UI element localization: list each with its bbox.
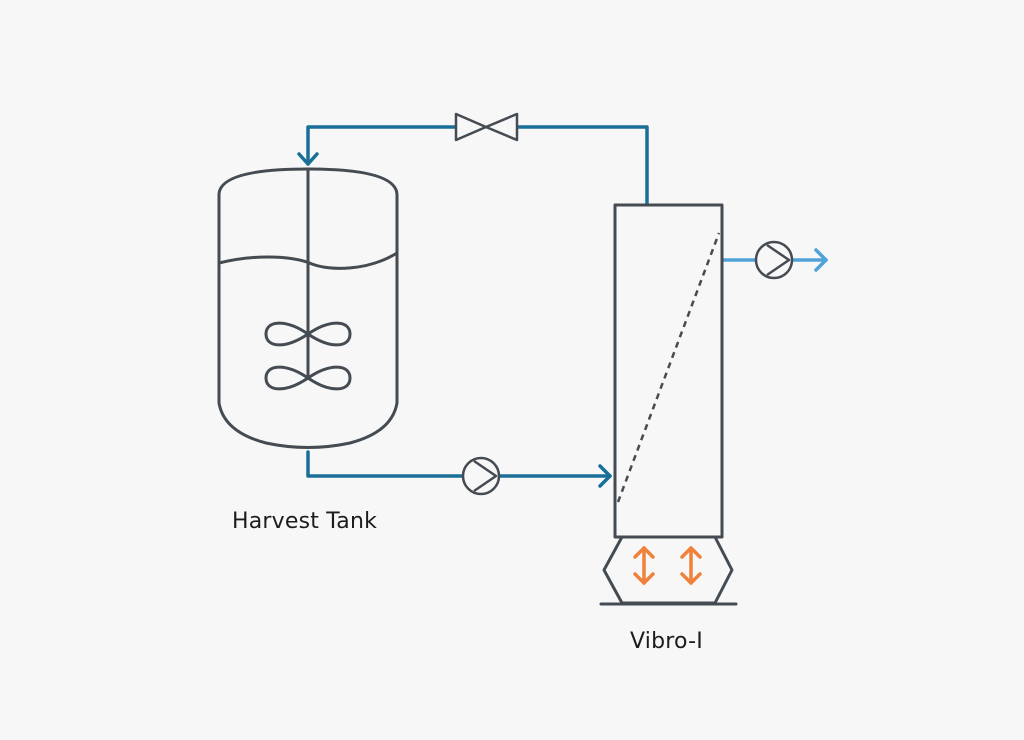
vibration-arrows-icon: [633, 546, 702, 585]
valve-icon[interactable]: [454, 112, 519, 142]
harvest-tank-label: Harvest Tank: [232, 509, 378, 534]
filter-column: [613, 203, 724, 539]
filter-membrane: [616, 232, 721, 503]
return-line: [297, 125, 649, 207]
feed-pump-icon[interactable]: [461, 456, 501, 496]
permeate-pump-icon[interactable]: [754, 240, 794, 280]
vibration-base: [599, 535, 738, 606]
permeate-line: [720, 248, 828, 272]
feed-line: [306, 450, 612, 488]
agitator-icon: [264, 321, 352, 347]
agitator-icon-lower: [264, 365, 352, 391]
harvest-tank: [217, 167, 399, 449]
vibro-filter-label: Vibro-I: [630, 629, 703, 654]
liquid-level: [217, 251, 399, 270]
